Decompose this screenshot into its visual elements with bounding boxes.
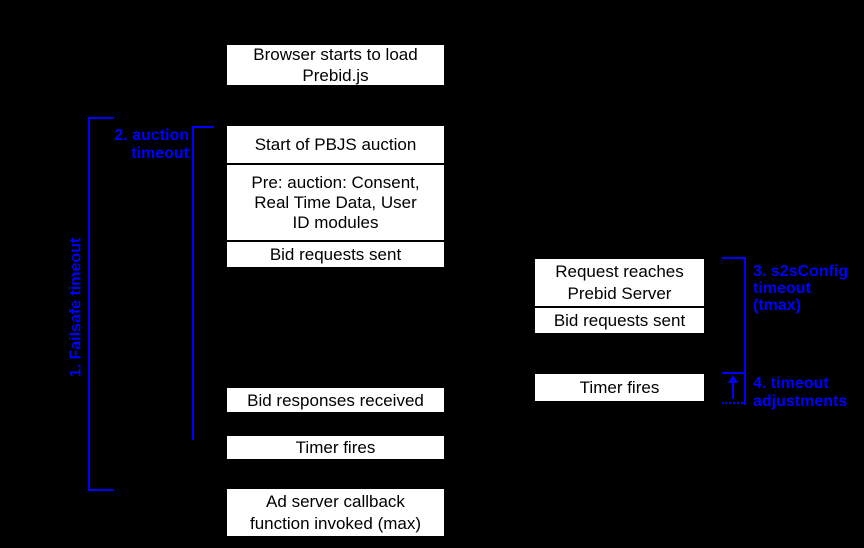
up-arrow-shaft (732, 382, 734, 399)
event-box-bid-responses-received: Bid responses received (226, 387, 445, 413)
event-box-server-timer-fires: Timer fires (534, 373, 705, 402)
dotted-tick-line (722, 402, 746, 404)
event-box-request-reaches-server: Request reaches Prebid Server (534, 258, 705, 307)
event-box-ad-server-callback: Ad server callback function invoked (max… (226, 488, 445, 537)
bracket-vertical-line (88, 117, 90, 491)
s2s-timeout-label: 3. s2sConfig timeout (tmax) (753, 263, 849, 314)
event-box-browser-load: Browser starts to load Prebid.js (226, 44, 445, 86)
bracket-top-tick (722, 257, 746, 259)
bracket-top-tick (88, 117, 113, 119)
bracket-vertical-line (192, 126, 194, 440)
timeout-adjustments-label: 4. timeout adjustments (753, 375, 848, 410)
failsafe-timeout-label: 1. Failsafe timeout (67, 237, 85, 378)
bracket-top-tick (192, 126, 214, 128)
up-arrow-icon (728, 375, 738, 383)
event-box-start-auction: Start of PBJS auction (226, 125, 445, 164)
event-box-bid-requests-sent: Bid requests sent (226, 241, 445, 268)
bracket-bottom-tick (88, 489, 113, 491)
auction-timeout-label: 2. auction timeout (114, 127, 189, 162)
event-box-server-bid-requests-sent: Bid requests sent (534, 307, 705, 334)
event-box-pre-auction-modules: Pre: auction: Consent, Real Time Data, U… (226, 164, 445, 241)
event-box-client-timer-fires: Timer fires (226, 435, 445, 460)
bracket-middle-tick (722, 372, 746, 374)
bracket-vertical-line (744, 257, 746, 405)
